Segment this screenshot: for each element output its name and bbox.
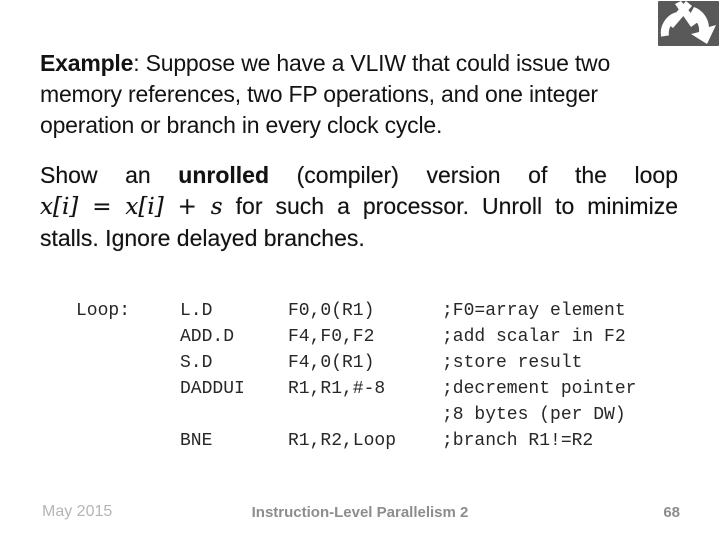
intro-line-3: operation or branch in every clock cycle… [40,112,443,138]
code-comment: ;add scalar in F2 [442,327,626,347]
task-bold-unrolled: unrolled [178,162,270,188]
loop-formula: x[i] = x[i] + s [40,194,223,220]
task-line-2-rest: for such a processor. Unroll to minimize [222,193,678,219]
code-operands: R1,R1,#-8 [288,379,386,399]
intro-line-1-rest: : Suppose we have a VLIW that could issu… [133,50,611,76]
task-line-1: Show an unrolled (compiler) version of t… [40,160,678,191]
page-number: 68 [663,504,680,521]
code-label: Loop: [76,301,131,321]
code-opcode: ADD.D [180,327,235,347]
code-row: DADDUI R1,R1,#-8 ;decrement pointer [76,376,636,402]
task-line-3: stalls. Ignore delayed branches. [40,225,365,251]
intro-paragraph: Example: Suppose we have a VLIW that cou… [40,48,682,141]
task-line-2: x[i] = x[i] + s for such a processor. Un… [40,191,678,223]
code-comment: ;F0=array element [442,301,626,321]
footer-date: May 2015 [42,503,113,520]
code-operands: F0,0(R1) [288,301,375,321]
code-row: Loop: L.D F0,0(R1) ;F0=array element [76,298,636,324]
task-line-1-post: (compiler) version of the loop [269,162,678,188]
code-comment: ;store result [442,353,583,373]
task-paragraph: Show an unrolled (compiler) version of t… [40,160,678,254]
code-operands: F4,0(R1) [288,353,375,373]
code-row: S.D F4,0(R1) ;store result [76,350,636,376]
code-comment: ;decrement pointer [442,379,637,399]
university-logo-icon [658,1,719,46]
code-label [76,350,180,376]
code-opcode: L.D [180,301,213,321]
intro-line-2: memory references, two FP operations, an… [40,81,598,107]
code-label [76,324,180,350]
code-opcode: DADDUI [180,379,245,399]
code-operands: R1,R2,Loop [288,431,397,451]
code-label [76,376,180,402]
slide-footer: May 2015 Instruction-Level Parallelism 2… [0,500,720,528]
code-label [76,428,180,454]
intro-bold-lead: Example [40,50,134,76]
code-row: BNE R1,R2,Loop ;branch R1!=R2 [76,428,636,454]
code-row: ;8 bytes (per DW) [76,402,636,428]
code-opcode: S.D [180,353,213,373]
code-comment: ;8 bytes (per DW) [442,405,626,425]
code-label [76,402,180,428]
code-opcode [180,402,288,428]
code-comment: ;branch R1!=R2 [442,431,594,451]
code-row: ADD.D F4,F0,F2 ;add scalar in F2 [76,324,636,350]
university-logo-graphic [658,1,719,46]
code-operands [288,402,442,428]
assembly-code-block: Loop: L.D F0,0(R1) ;F0=array element ADD… [76,298,636,454]
intro-line-1: Example: Suppose we have a VLIW that cou… [40,48,682,79]
task-line-1-pre: Show an [40,162,179,188]
code-operands: F4,F0,F2 [288,327,375,347]
footer-title: Instruction-Level Parallelism 2 [251,504,469,521]
code-opcode: BNE [180,431,213,451]
